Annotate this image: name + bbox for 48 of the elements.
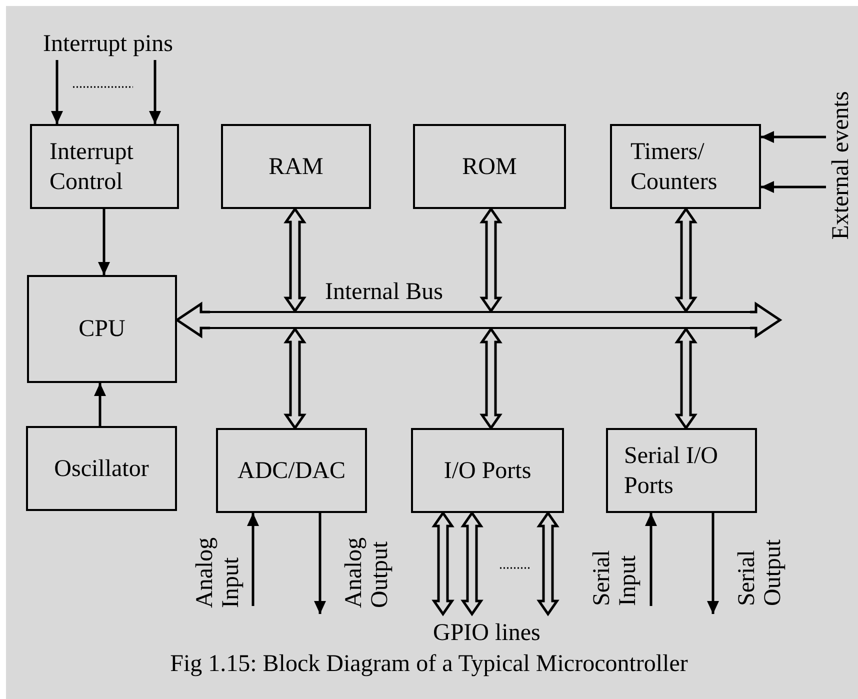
bus-arrow	[536, 510, 560, 616]
edge-label: Serial Input	[589, 549, 642, 606]
block-box	[30, 124, 179, 209]
arrow	[761, 181, 826, 193]
arrow	[645, 513, 657, 606]
arrow	[51, 60, 63, 124]
block-box	[606, 428, 757, 513]
caption: Fig 1.15: Block Diagram of a Typical Microcontroller	[169, 650, 689, 679]
arrow	[94, 383, 106, 426]
arrow	[247, 513, 259, 606]
bus-arrow	[174, 302, 212, 338]
bus-arrow	[480, 206, 502, 314]
block-label: Oscillator	[54, 454, 149, 484]
block-label: RAM	[268, 152, 324, 182]
pin-label: Interrupt pins	[43, 30, 173, 58]
bus-arrow	[284, 206, 306, 314]
side-label: External events	[828, 90, 854, 240]
bus-arrow	[284, 326, 306, 430]
bus-arrow	[432, 510, 454, 616]
block-box	[411, 428, 564, 513]
bus-arrow	[480, 326, 502, 430]
block-label: Timers/ Counters	[630, 138, 718, 196]
arrow	[98, 209, 110, 275]
edge-label: Serial Output	[734, 538, 787, 606]
bus-arrow	[674, 326, 698, 430]
block-box	[27, 275, 177, 383]
arrow	[761, 131, 826, 143]
bus-arrow	[674, 206, 698, 314]
edge-label: Analog Input	[192, 536, 245, 608]
block-label: ADC/DAC	[237, 456, 346, 486]
block-box	[216, 428, 367, 513]
bus-arrow	[748, 302, 782, 338]
arrow	[149, 60, 161, 124]
bus-arrow	[460, 510, 484, 616]
block-label: Serial I/O Ports	[624, 442, 719, 500]
block-box	[610, 124, 761, 209]
block-box	[413, 124, 566, 209]
arrow	[707, 513, 719, 614]
block-label: Interrupt Control	[50, 138, 134, 196]
edge-label: Analog Output	[341, 536, 394, 608]
block-label: I/O Ports	[444, 456, 532, 486]
bus-label: Internal Bus	[325, 279, 443, 306]
arrow	[314, 513, 326, 614]
block-label: ROM	[462, 152, 517, 182]
block-box	[26, 426, 177, 511]
bus-lines-label: GPIO lines	[433, 619, 540, 648]
block-box	[221, 124, 371, 209]
block-label: CPU	[78, 315, 126, 344]
